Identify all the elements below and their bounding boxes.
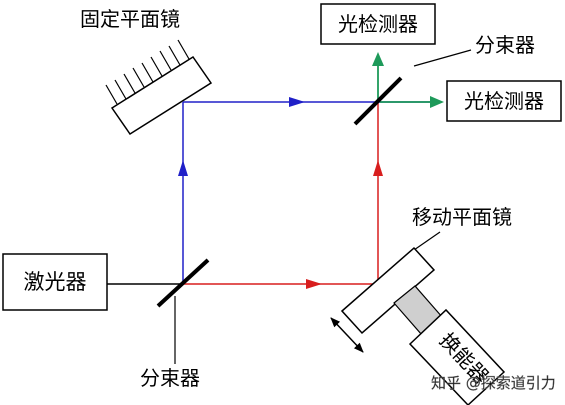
detector-top: 光检测器 [320,3,436,45]
beam-splitter-bottom [156,258,210,308]
moving-mirror-label: 移动平面镜 [412,205,512,229]
laser: 激光器 [2,253,108,311]
detector-top-label: 光检测器 [338,12,418,36]
beam-splitter-top-leader [413,49,472,67]
watermark: 知乎 @探索道引力 [431,374,556,392]
moving-mirror-leader [413,231,441,251]
green-output-up [372,52,384,100]
detector-right-label: 光检测器 [464,89,544,113]
blue-arrow-up [178,160,188,176]
green-output-right [380,96,444,108]
fixed-mirror [105,39,213,136]
red-arrow-right [306,279,322,289]
movement-arrow [330,317,364,353]
blue-beam-path [182,101,430,282]
blue-arrow-right [289,97,305,107]
beam-splitter-bottom-label: 分束器 [140,366,200,390]
red-beam-path [183,102,379,285]
fixed-mirror-label: 固定平面镜 [80,7,180,31]
beam-splitter-top-label: 分束器 [475,33,535,57]
beam-splitter-top [353,76,403,126]
red-arrow-up [373,160,383,176]
fixed-mirror-hatching [105,39,190,105]
laser-label: 激光器 [24,270,87,294]
detector-right: 光检测器 [446,80,562,122]
